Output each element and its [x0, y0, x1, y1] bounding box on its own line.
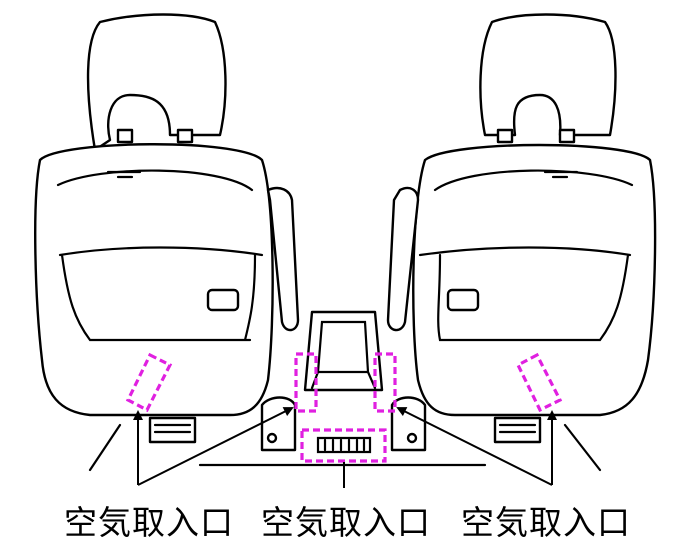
left-floor-vent-slats — [153, 423, 192, 434]
floor-lines — [88, 423, 602, 472]
console-right-intake-highlight — [373, 352, 397, 413]
right-headrest-post — [496, 128, 514, 144]
leader-lines — [133, 407, 557, 488]
left-vent-slot — [106, 170, 142, 179]
right-vent-slot — [543, 170, 579, 179]
right-floor-vent-slats — [498, 423, 537, 434]
center-console — [303, 310, 384, 454]
left-headrest — [86, 13, 227, 152]
left-pocket-handle — [206, 288, 240, 312]
air-intake-highlights — [125, 352, 563, 463]
air-intake-label-center: 空気取入口 — [261, 503, 431, 542]
console-left-intake-highlight — [294, 352, 318, 413]
left-seat-intake-highlight — [125, 352, 173, 413]
right-headrest-post — [558, 128, 576, 144]
right-headrest — [479, 13, 617, 137]
right-seat-intake-highlight — [515, 352, 563, 413]
left-seatback — [34, 143, 274, 417]
console-body — [303, 310, 384, 392]
left-arrow-2 — [137, 407, 294, 486]
left-seatback-seams — [56, 169, 264, 342]
right-seatback — [412, 143, 657, 417]
right-seatback-seams — [418, 169, 634, 342]
left-headrest-post — [116, 128, 134, 144]
center-floor-intake-highlight — [300, 428, 387, 463]
right-bolt — [406, 432, 418, 444]
right-floor-vent — [493, 416, 542, 444]
right-arrow-2 — [396, 407, 553, 486]
right-armrest — [386, 186, 420, 332]
left-armrest — [266, 186, 300, 332]
right-seat-rail — [390, 396, 427, 452]
left-bolt — [266, 432, 278, 444]
center-floor-vent — [316, 436, 372, 454]
right-pocket-handle — [446, 288, 480, 312]
left-seat-rail — [260, 396, 297, 452]
air-intake-label-left: 空気取入口 — [64, 503, 234, 542]
right-seat — [386, 13, 657, 452]
air-intake-label-right: 空気取入口 — [461, 503, 631, 542]
left-headrest-post — [176, 128, 194, 144]
left-seat — [34, 13, 300, 452]
left-floor-vent — [148, 416, 197, 444]
